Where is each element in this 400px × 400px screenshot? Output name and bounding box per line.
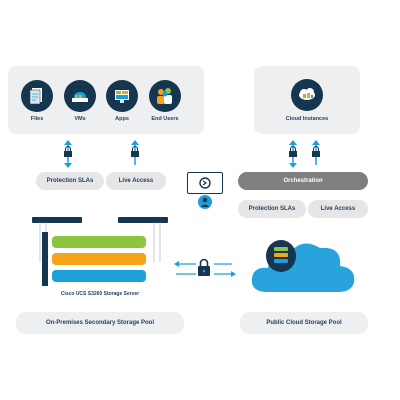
server-side-left xyxy=(42,232,48,286)
secure-transfer-arrows xyxy=(174,261,236,277)
orchestrator-user-icon xyxy=(198,195,212,209)
cloud-sync-arrow-right xyxy=(312,140,320,165)
server-caption: Cisco UCS S3260 Storage Server xyxy=(60,291,140,297)
storage-disk-blue xyxy=(52,270,146,282)
cloud-live-access-pill: Live Access xyxy=(308,200,368,218)
cloud-instances-icon xyxy=(291,79,323,111)
onprem-live-access-pill: Live Access xyxy=(106,172,166,190)
onprem-sync-arrow-left xyxy=(64,140,72,168)
cloud-protection-slas-pill: Protection SLAs xyxy=(238,200,306,218)
end-users-label: End Users xyxy=(151,116,179,122)
vms-icon xyxy=(64,80,96,112)
files-icon xyxy=(21,80,53,112)
vms-label: VMs xyxy=(74,116,86,122)
orchestrator-monitor xyxy=(187,172,223,194)
files-label: Files xyxy=(30,116,44,122)
storage-disk-green xyxy=(52,236,146,248)
orchestrator-logo-icon xyxy=(199,177,211,189)
onprem-sync-arrow-right xyxy=(131,140,139,165)
cloud-instances-label: Cloud Instances xyxy=(285,116,329,122)
onprem-storage-pool-label: On-Premises Secondary Storage Pool xyxy=(16,312,184,334)
cloud-storage-pool-label: Public Cloud Storage Pool xyxy=(240,312,368,334)
cloud-sync-arrow-left xyxy=(289,140,297,168)
server-top-bar-right xyxy=(118,217,168,223)
end-users-icon xyxy=(149,80,181,112)
storage-disk-orange xyxy=(52,253,146,265)
orchestration-pill: Orchestration xyxy=(238,172,368,190)
public-cloud-icon xyxy=(251,243,355,292)
server-top-bar-left xyxy=(32,217,82,223)
apps-label: Apps xyxy=(115,116,129,122)
onprem-protection-slas-pill: Protection SLAs xyxy=(36,172,104,190)
apps-icon xyxy=(106,80,138,112)
cloud-storage-disk-icon xyxy=(266,240,296,272)
lock-icon xyxy=(198,258,210,276)
